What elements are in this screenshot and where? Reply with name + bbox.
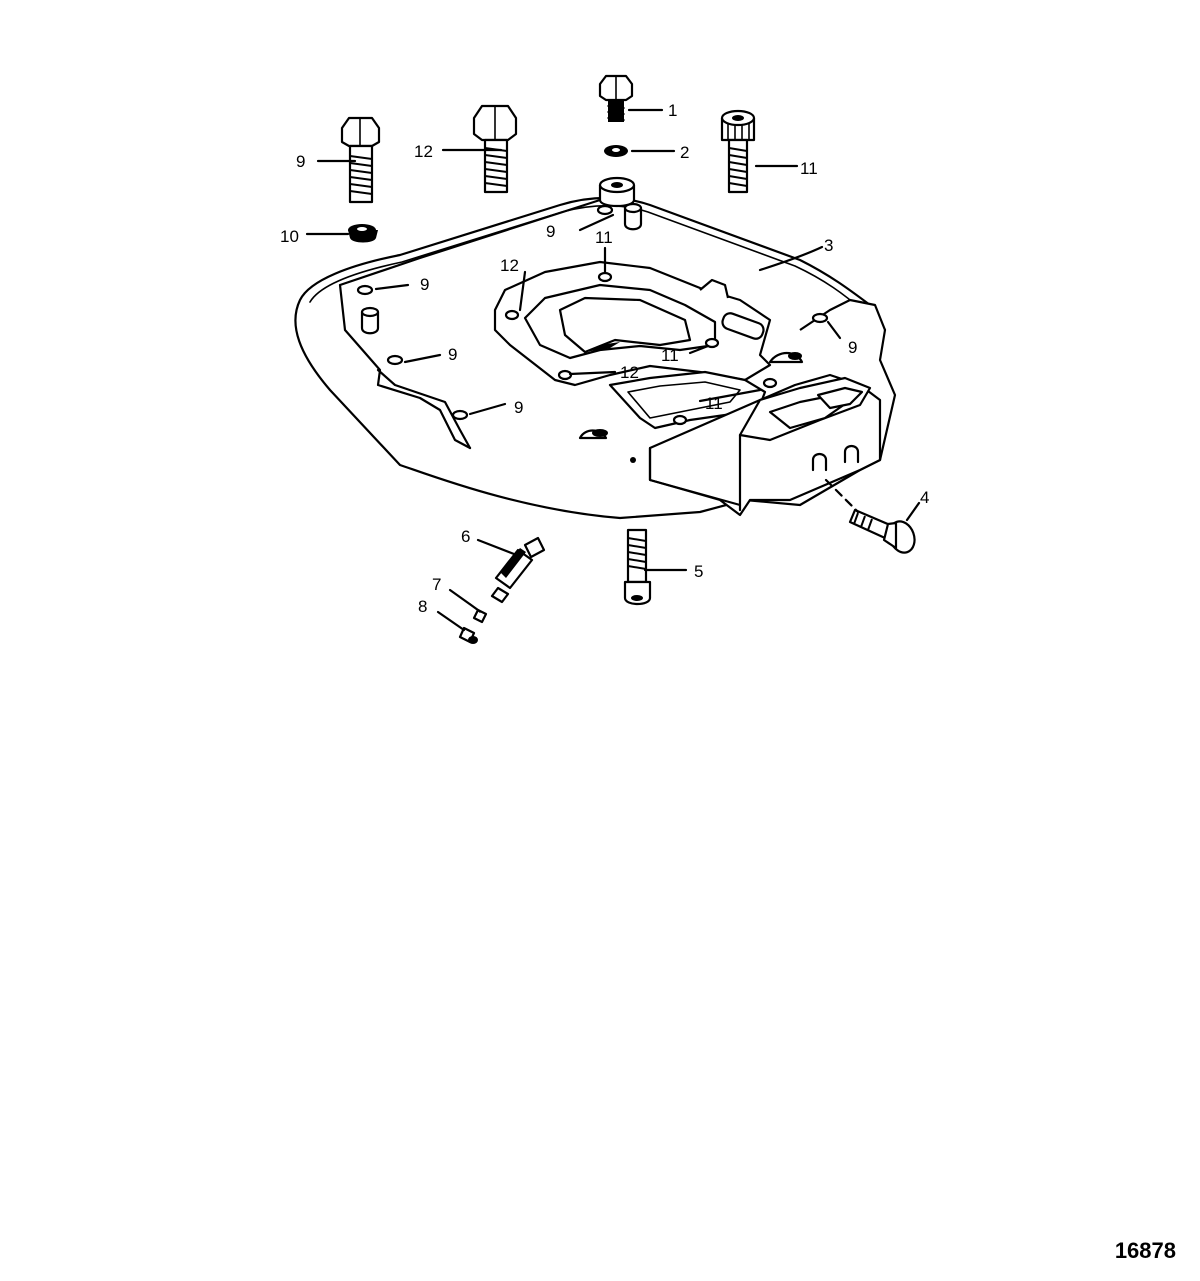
callout-labels: 1 2 3 4 5 6 7 8 9 9 9 9 9 9 10 11 11 11 … <box>280 101 929 616</box>
callout-9-left-upper: 9 <box>420 275 429 294</box>
part-4-bolt <box>848 508 916 554</box>
callout-11-lower: 11 <box>705 394 723 413</box>
callout-11-mid: 11 <box>661 346 679 365</box>
leader-lines <box>305 108 921 632</box>
hole-12-upper <box>504 309 520 321</box>
raised-frame-left <box>338 198 602 450</box>
part-11-socket-screw <box>720 109 756 194</box>
part-12-hex-bolt <box>472 104 518 194</box>
flange-slot <box>721 312 765 340</box>
callout-3: 3 <box>824 236 833 255</box>
hole-12-lower <box>557 369 573 381</box>
hole-11-lower <box>672 414 688 426</box>
figure-number: 16878 <box>1114 1238 1176 1263</box>
bracket-underside <box>648 446 742 507</box>
callout-7: 7 <box>432 575 441 594</box>
callout-9-right: 9 <box>848 338 857 357</box>
callout-8: 8 <box>418 597 427 616</box>
dowel-pin-top <box>623 202 643 231</box>
callout-9-left-mid: 9 <box>448 345 457 364</box>
hole-11-top <box>597 271 613 283</box>
raised-frame-step <box>376 368 472 450</box>
callout-10: 10 <box>280 227 299 246</box>
part-5-socket-screw <box>623 528 652 606</box>
part-9-hex-bolt <box>340 116 381 204</box>
port-shadow <box>585 342 620 352</box>
hole-9-top <box>596 204 614 216</box>
callout-9-bolt: 9 <box>296 152 305 171</box>
small-hole <box>630 457 636 463</box>
part-8-fitting <box>458 626 478 644</box>
part-6-sensor <box>490 536 546 604</box>
callout-12-bolt: 12 <box>414 142 433 161</box>
bracket-notch-2 <box>843 444 860 464</box>
callout-12-lower: 12 <box>620 363 639 382</box>
cutout-right <box>768 351 804 364</box>
adapter-plate <box>294 176 897 520</box>
flange-ear <box>699 278 730 299</box>
callout-9-left-lower: 9 <box>514 398 523 417</box>
bracket-notch-1 <box>811 452 828 472</box>
hole-9-left-upper <box>356 284 374 296</box>
callout-1: 1 <box>668 101 677 120</box>
callout-11-top: 11 <box>595 228 613 247</box>
callout-6: 6 <box>461 527 470 546</box>
plate-rim <box>309 204 863 311</box>
flange-port-inner <box>558 296 692 354</box>
hole-9-left-lower <box>451 409 469 421</box>
hole-9-right <box>811 312 829 324</box>
top-boss <box>598 176 636 208</box>
part-10-washer <box>348 224 378 243</box>
part-2-lock-washer <box>604 145 628 157</box>
hole-11-right <box>762 377 778 389</box>
callout-11-screw: 11 <box>800 159 818 178</box>
hole-9-left-mid <box>386 354 404 366</box>
bracket-window-right <box>816 386 864 410</box>
part-1-hex-bolt <box>598 74 634 122</box>
callout-5: 5 <box>694 562 703 581</box>
callout-4: 4 <box>920 488 929 507</box>
hole-11-mid <box>704 337 720 349</box>
callout-12-upper: 12 <box>500 256 519 275</box>
callout-9-top: 9 <box>546 222 555 241</box>
callout-2: 2 <box>680 143 689 162</box>
cutout-center <box>578 429 608 440</box>
lower-passage-inner <box>627 381 741 419</box>
dowel-pin-left <box>360 306 380 335</box>
